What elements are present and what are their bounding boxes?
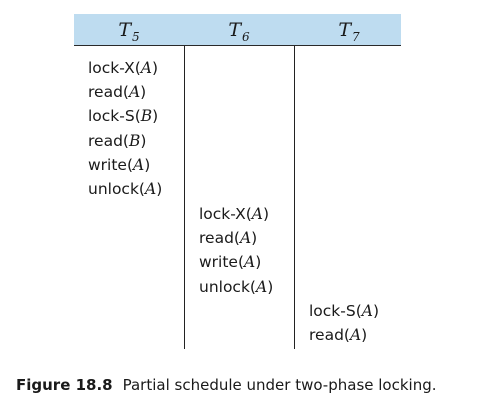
column-header-t6: T6	[184, 19, 294, 44]
operation: read(B)	[88, 131, 147, 150]
column-header-letter: T	[118, 19, 132, 41]
operation: lock-X(A)	[199, 205, 270, 223]
t6-operations: lock-X(A) read(A) write(A) unlock(A)	[199, 202, 273, 299]
t5-operations: lock-X(A) read(A) lock-S(B) read(B) writ…	[88, 56, 162, 201]
operation: write(A)	[88, 155, 151, 174]
column-header-letter: T	[228, 19, 242, 41]
column-header-subscript: 6	[242, 30, 250, 44]
caption-text: Partial schedule under two-phase locking…	[122, 376, 437, 394]
operation: lock-S(B)	[88, 107, 159, 126]
table-header	[74, 14, 401, 46]
column-divider	[294, 46, 296, 349]
t7-operations: lock-S(A) read(A)	[309, 299, 379, 347]
operation: lock-X(A)	[88, 59, 159, 77]
column-header-t5: T5	[74, 19, 184, 44]
figure-caption: Figure 18.8 Partial schedule under two-ph…	[16, 376, 437, 394]
column-header-t7: T7	[294, 19, 404, 44]
operation: unlock(A)	[88, 179, 163, 198]
column-header-subscript: 7	[352, 30, 360, 44]
column-divider	[184, 46, 186, 349]
schedule-table: T5 T6 T7 lock-X(A) read(A) lock-S(B) rea…	[74, 14, 401, 349]
operation: read(A)	[309, 326, 368, 345]
operation: unlock(A)	[199, 277, 274, 296]
operation: read(A)	[199, 229, 258, 248]
operation: lock-S(A)	[309, 302, 380, 320]
column-header-subscript: 5	[132, 30, 140, 44]
column-header-letter: T	[338, 19, 352, 41]
operation: read(A)	[88, 83, 147, 102]
figure-number: Figure 18.8	[16, 376, 113, 394]
operation: write(A)	[199, 253, 262, 272]
